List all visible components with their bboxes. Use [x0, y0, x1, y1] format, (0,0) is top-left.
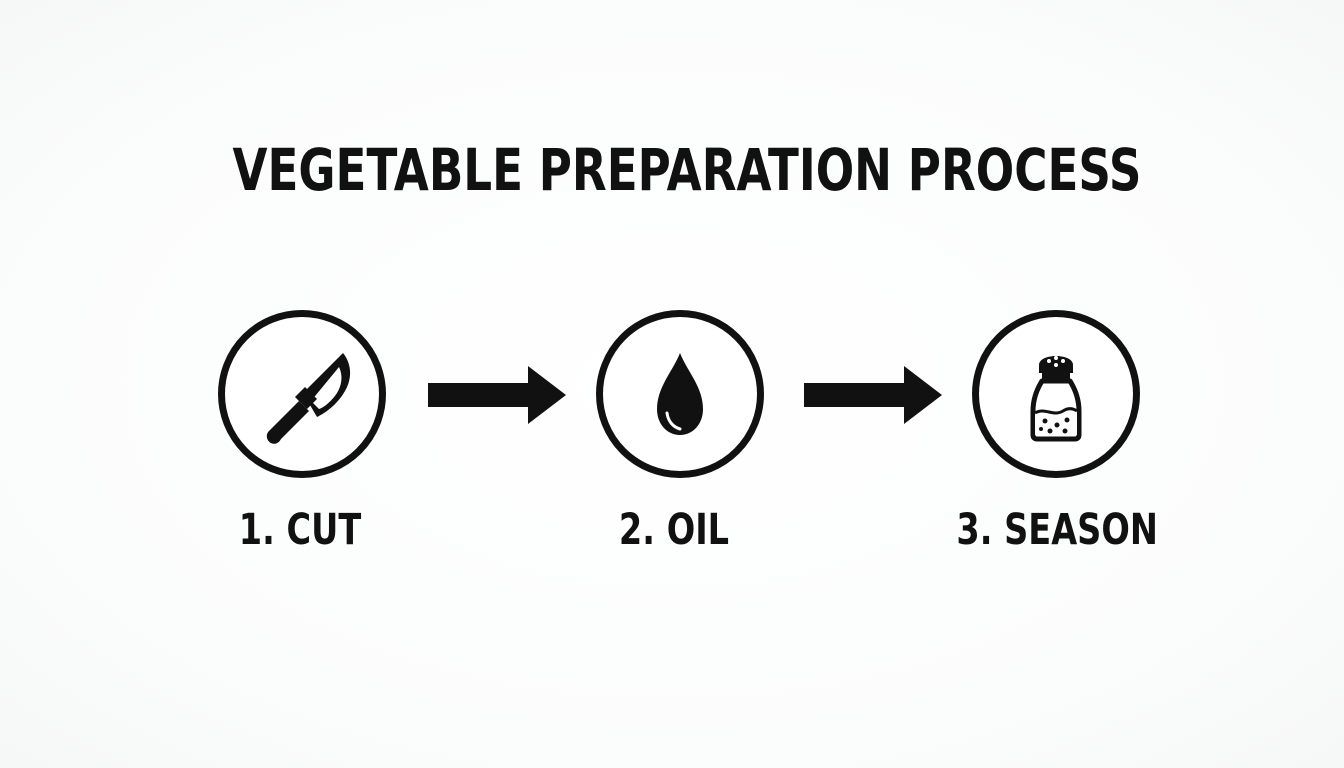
step-3-label: 3. SEASON	[956, 505, 1158, 555]
step-1-circle	[218, 310, 386, 478]
oil-drop-icon	[657, 353, 703, 435]
step-2-label: 2. OIL	[618, 505, 730, 555]
salt-shaker-icon	[1030, 356, 1082, 442]
knife-icon	[266, 353, 351, 444]
arrow-right-icon	[804, 366, 942, 424]
step-2-circle	[596, 310, 764, 478]
step-3-circle	[972, 310, 1140, 478]
step-1-label: 1. CUT	[238, 505, 362, 555]
diagram-title: VEGETABLE PREPARATION PROCESS	[232, 136, 1142, 204]
arrow-right-icon	[428, 366, 566, 424]
